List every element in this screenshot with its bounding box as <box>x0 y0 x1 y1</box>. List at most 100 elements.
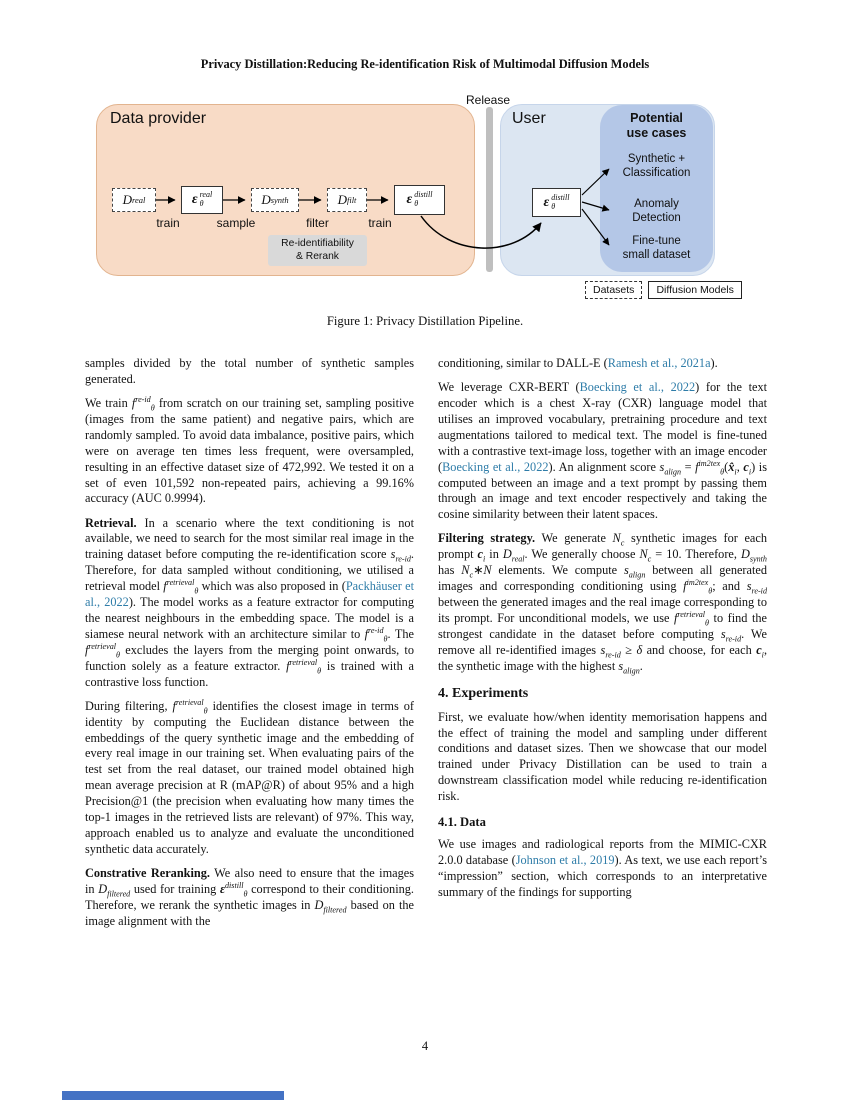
text-run: f <box>163 579 167 594</box>
citation-link[interactable]: Boecking et al., 2022 <box>442 459 549 474</box>
text-run: θ <box>383 634 388 644</box>
paragraph: We leverage CXR-BERT (Boecking et al., 2… <box>438 380 767 523</box>
text-run: synthetic images for each prompt <box>438 531 767 562</box>
text-run: s <box>720 626 726 641</box>
text-run: samples divided by the total number of s… <box>85 356 414 386</box>
citation-link[interactable]: Boecking et al., 2022 <box>579 380 696 395</box>
text-run: D <box>740 547 750 562</box>
text-run: Retrieval. <box>85 515 137 530</box>
text-run: f <box>286 658 290 673</box>
text-run: c <box>756 642 762 657</box>
text-run: . We remove all re-identified images <box>438 626 767 657</box>
use-case-fine-tune: Fine-tune small dataset <box>622 235 691 261</box>
text-run: to find the strongest candidate in the d… <box>438 610 767 641</box>
running-title: Privacy Distillation:Reducing Re-identif… <box>200 57 650 71</box>
text-run: First, we evaluate how/when identity mem… <box>438 709 767 804</box>
use-cases-title: Potential use cases <box>626 111 687 140</box>
text-run: θ <box>116 650 121 660</box>
text-run: align <box>628 570 646 580</box>
train-label-2: train <box>368 216 392 230</box>
use-case-anomaly-detection: Anomaly Detection <box>632 198 681 224</box>
text-run: c <box>620 538 625 548</box>
left-column: samples divided by the total number of s… <box>85 356 414 938</box>
text-run: f <box>172 698 176 713</box>
figure-1-pipeline: Release Data provider User Potential use… <box>88 93 750 303</box>
text-run: ) <box>751 459 756 474</box>
text-run: θ <box>708 586 713 596</box>
text-run: We generate <box>535 531 613 546</box>
text-run: , <box>736 459 744 474</box>
text-run: s <box>618 658 624 673</box>
text-run: c <box>469 570 474 580</box>
text-run: is trained with a contrastive loss funct… <box>85 658 414 689</box>
paragraph: Constrative Reranking. We also need to e… <box>85 866 414 930</box>
text-run: c <box>477 547 484 562</box>
filter-label: filter <box>306 216 329 230</box>
text-run: Constrative Reranking. <box>85 865 210 880</box>
text-run: re-id <box>135 394 151 404</box>
node-symbol: D <box>122 192 132 207</box>
text-run: δ <box>636 642 643 657</box>
release-label: Release <box>465 93 511 107</box>
node-symbol: ε <box>406 192 413 207</box>
text-run: θ <box>194 586 199 596</box>
text-run: During filtering, <box>85 698 173 713</box>
text-run: θ <box>705 618 709 628</box>
node-subscript: θ <box>551 201 556 211</box>
text-run: re-id <box>395 554 411 564</box>
text-run: ). As text, we use each report’s “impres… <box>438 852 768 899</box>
text-run: filtered <box>107 889 131 899</box>
text-run: which was also proposed in ( <box>198 579 346 594</box>
sample-label: sample <box>216 216 256 230</box>
text-run: between all generated images and corresp… <box>438 563 768 594</box>
text-run: i <box>761 650 764 660</box>
text-run: ; and <box>712 579 747 594</box>
text-run: identifies the closest image in terms of… <box>85 698 414 856</box>
text-run: i <box>748 467 752 477</box>
train-label-1: train <box>156 216 180 230</box>
text-run: ε <box>219 881 225 896</box>
text-run: real <box>511 554 525 564</box>
figure-caption: Figure 1: Privacy Distillation Pipeline. <box>326 314 524 328</box>
text-run: x̂ <box>728 459 735 474</box>
node-superscript: distill <box>414 190 433 200</box>
text-run: ). An alignment score <box>548 459 660 474</box>
text-run: f <box>364 626 369 641</box>
page-number: 4 <box>421 1039 429 1053</box>
node-subscript: θ <box>414 199 419 208</box>
text-run: N <box>461 563 470 578</box>
text-run: retrieval <box>175 697 204 707</box>
use-case-synthetic-classification: Synthetic + Classification <box>622 153 691 179</box>
text-run: s <box>623 563 629 578</box>
paragraph: Retrieval. In a scenario where the text … <box>85 516 414 691</box>
node-superscript: distill <box>551 192 570 202</box>
text-run: ) for the text encoder which is a chest … <box>438 380 768 474</box>
text-run: In a scenario where the text conditionin… <box>85 515 414 562</box>
text-run: and choose, for each <box>642 642 757 657</box>
text-run: from scratch on our training set, sampli… <box>85 396 415 506</box>
text-run: is computed between an image and a text … <box>438 459 767 522</box>
citation-link[interactable]: Packhäuser et al., 2022 <box>85 579 414 610</box>
text-run: . The <box>387 626 414 641</box>
text-run: s <box>600 642 606 657</box>
text-run: between the generated images and the rea… <box>438 595 767 625</box>
text-run: synth <box>749 554 767 564</box>
text-run: c <box>647 554 652 564</box>
text-run: = 10. Therefore, <box>651 547 741 562</box>
text-run: ( <box>724 459 729 474</box>
paragraph: We train fre-idθ from scratch on our tra… <box>85 394 415 507</box>
citation-link[interactable]: Ramesh et al., 2021a <box>607 356 711 370</box>
figure-legend: Datasets Diffusion Models <box>585 281 742 299</box>
text-run: . <box>639 658 643 673</box>
text-run: i <box>483 554 486 564</box>
text-run: . We generally choose <box>524 547 640 562</box>
body-columns: samples divided by the total number of s… <box>85 356 767 938</box>
paragraph: samples divided by the total number of s… <box>85 356 414 388</box>
legend-diffusion-models: Diffusion Models <box>648 281 742 299</box>
text-run: align <box>664 467 681 477</box>
text-run: D <box>502 547 512 562</box>
citation-link[interactable]: Johnson et al., 2019 <box>515 852 615 867</box>
